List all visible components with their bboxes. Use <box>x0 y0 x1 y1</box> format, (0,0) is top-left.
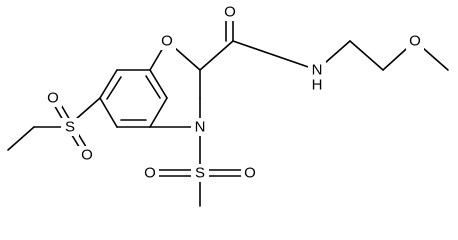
carbonyl-oxygen-label: O <box>224 4 236 21</box>
bond-ch2a-ch2b <box>349 40 384 71</box>
ring-oxygen-atom: O <box>158 32 176 50</box>
bond-camide-n <box>232 40 318 71</box>
bonds <box>7 11 449 207</box>
bond-c2-camide <box>199 40 234 71</box>
carbonyl-oxygen-atom: O <box>221 3 239 21</box>
molecule-diagram: O O N H O N S O O <box>7 3 449 207</box>
ethylsulfonyl-sulfur-label: S <box>65 119 75 136</box>
ether-oxygen-atom: O <box>406 32 424 50</box>
methylsulfonyl-oxygen-right-atom: O <box>241 164 259 182</box>
methylsulfonyl-sulfur-atom: S <box>191 164 209 182</box>
methylsulfonyl-oxygen-right-label: O <box>244 165 256 182</box>
ethylsulfonyl-oxygen-bottom-label: O <box>81 147 93 164</box>
amide-nitrogen-label: N <box>312 62 323 79</box>
bond-ar3-ar4 <box>99 97 118 128</box>
bond-ar2-ar3-inner <box>106 76 122 100</box>
ethylsulfonyl-oxygen-top-atom: O <box>44 89 62 107</box>
amide-nitrogen-atom: N H <box>308 61 326 94</box>
methylsulfonyl-sulfur-label: S <box>195 165 205 182</box>
bond-ch2-ch3 <box>7 126 35 151</box>
ethylsulfonyl-oxygen-top-label: O <box>47 90 59 107</box>
bond-ar5-ar6 <box>149 97 168 128</box>
bond-ar6-ar1-inner <box>145 75 161 99</box>
bond-ar2-ar3 <box>99 69 118 99</box>
ring-nitrogen-label: N <box>195 119 206 136</box>
bond-ar6-ar1 <box>149 69 168 99</box>
atom-labels: O O N H O N S O O <box>44 3 424 182</box>
ethylsulfonyl-oxygen-bottom-atom: O <box>78 146 96 164</box>
methylsulfonyl-oxygen-left-atom: O <box>141 164 159 182</box>
ring-oxygen-label: O <box>161 33 173 50</box>
ring-nitrogen-atom: N <box>191 118 209 136</box>
ethylsulfonyl-sulfur-atom: S <box>61 118 79 136</box>
methylsulfonyl-oxygen-left-label: O <box>144 165 156 182</box>
ether-oxygen-label: O <box>409 33 421 50</box>
amide-hydrogen-label: H <box>312 77 323 94</box>
